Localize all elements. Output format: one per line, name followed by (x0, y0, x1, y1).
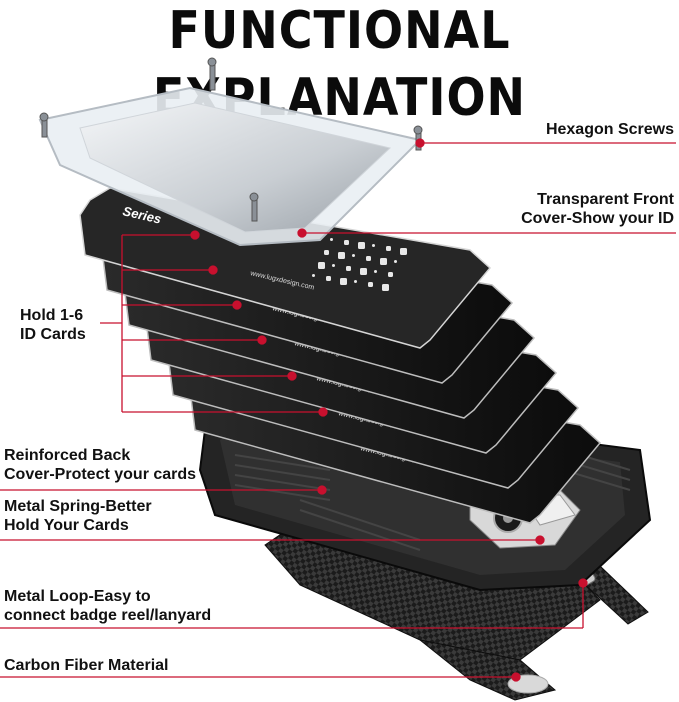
label-carbon-fiber: Carbon Fiber Material (4, 657, 169, 674)
card-dot (394, 260, 397, 263)
label-metal-loop: Metal Loop-Easy to connect badge reel/la… (4, 588, 212, 624)
card-dot (312, 274, 315, 277)
card-dot (330, 238, 333, 241)
card-dot (374, 270, 377, 273)
card-dot (388, 272, 393, 277)
card-dot (346, 266, 351, 271)
card-dot (324, 250, 329, 255)
card-dot (332, 264, 335, 267)
label-hexagon-screws: Hexagon Screws (545, 121, 674, 138)
card-dot (344, 240, 349, 245)
label-back-cover: Reinforced Back Cover-Protect your cards (4, 447, 197, 483)
id-card-stack: Serieswww.lugxdesign.comSerieswww.lugxde… (79, 187, 602, 524)
callout-lines (0, 138, 676, 682)
card-dot (326, 276, 331, 281)
card-dot (354, 280, 357, 283)
card-dot (318, 262, 325, 269)
card-dot (358, 242, 365, 249)
card-dot (372, 244, 375, 247)
card-dot (352, 254, 355, 257)
card-dot (340, 278, 347, 285)
card-dot (380, 258, 387, 265)
card-dot (360, 268, 367, 275)
label-metal-spring: Metal Spring-Better Hold Your Cards (4, 498, 152, 534)
card-dot (400, 248, 407, 255)
card-dot (386, 246, 391, 251)
callout-dot (415, 138, 425, 148)
card-dot (382, 284, 389, 291)
label-hold-cards: Hold 1-6 ID Cards (20, 307, 86, 343)
transparent-front-cover (38, 57, 423, 247)
callout-dot (297, 228, 307, 238)
card-dot (338, 252, 345, 259)
card-dot (366, 256, 371, 261)
label-front-cover: Transparent Front Cover-Show your ID (521, 191, 674, 227)
card-dot (368, 282, 373, 287)
